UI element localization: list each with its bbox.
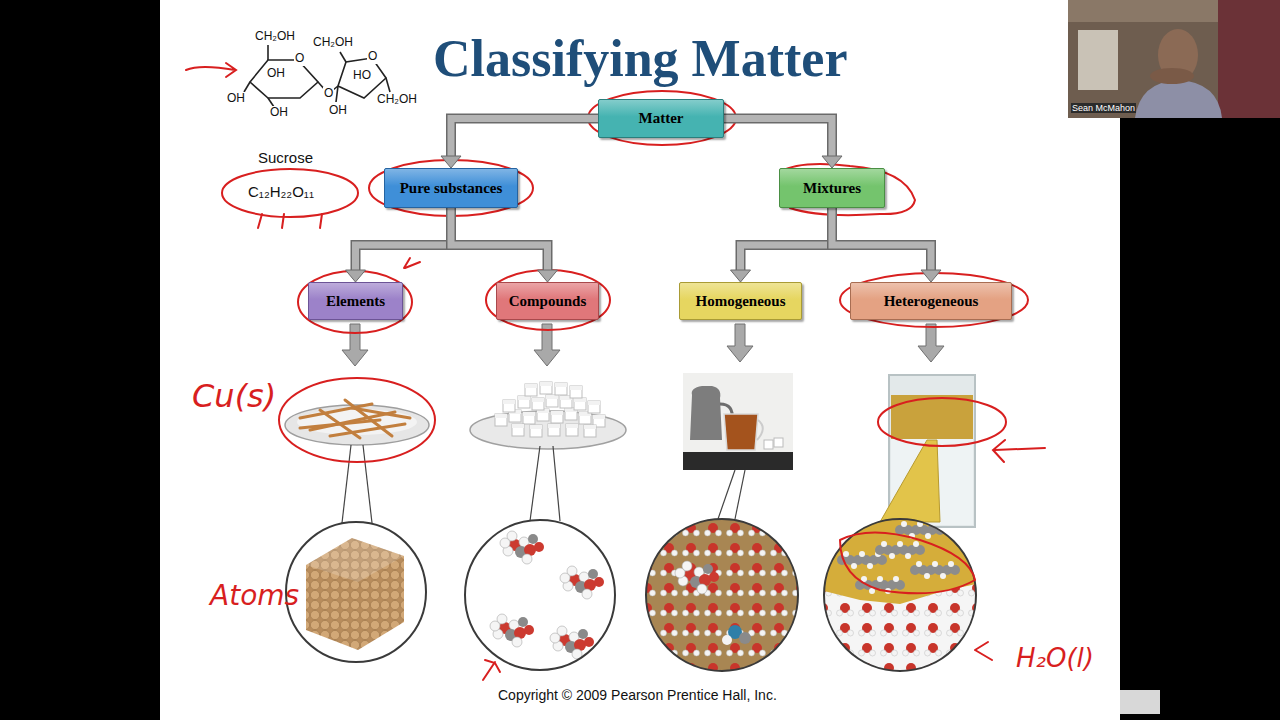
- molecular-formula: C₁₂H₂₂O₁₁: [248, 183, 314, 200]
- bridge-oxygen: O: [323, 87, 334, 101]
- category-box: Homogeneous: [679, 282, 802, 320]
- ring-oxygen: O: [294, 52, 305, 66]
- tree-connector: [441, 119, 598, 169]
- box-label: Elements: [326, 293, 385, 310]
- box-label: Homogeneous: [696, 293, 786, 310]
- slide-title: Classifying Matter: [433, 30, 847, 87]
- chem-group: OH: [269, 106, 289, 120]
- copyright-note: Copyright © 2009 Pearson Prentice Hall, …: [498, 687, 777, 703]
- box-label: Compounds: [509, 293, 587, 310]
- tree-connector: [731, 208, 833, 282]
- participant-name: Sean McMahon: [1071, 103, 1136, 113]
- category-box: Pure substances: [384, 168, 518, 208]
- box-label: Pure substances: [400, 180, 503, 197]
- category-box: Matter: [598, 99, 724, 138]
- tree-connector: [346, 208, 452, 282]
- chem-group: CH₂OH: [312, 36, 354, 50]
- category-box: Elements: [308, 282, 403, 320]
- chem-group: OH: [266, 67, 286, 81]
- category-box: Compounds: [496, 282, 599, 320]
- handwritten-note: Cu(s): [192, 378, 276, 415]
- chem-group: OH: [328, 104, 348, 118]
- handwritten-note: Atoms: [210, 580, 299, 612]
- handwritten-note: H₂O(l): [1016, 644, 1094, 674]
- chem-group: CH₂OH: [254, 30, 296, 44]
- category-box: Heterogeneous: [850, 282, 1012, 320]
- tree-connector: [832, 208, 941, 282]
- chem-group: OH: [226, 92, 246, 106]
- chem-group: HO: [352, 69, 372, 83]
- compound-name: Sucrose: [258, 149, 313, 166]
- box-label: Matter: [639, 110, 684, 127]
- box-label: Mixtures: [803, 180, 861, 197]
- tree-connector: [451, 208, 558, 282]
- tree-connector: [724, 119, 842, 169]
- box-label: Heterogeneous: [884, 293, 979, 310]
- category-box: Mixtures: [779, 168, 885, 208]
- ring-oxygen: O: [367, 50, 378, 64]
- chem-group: CH₂OH: [376, 93, 418, 107]
